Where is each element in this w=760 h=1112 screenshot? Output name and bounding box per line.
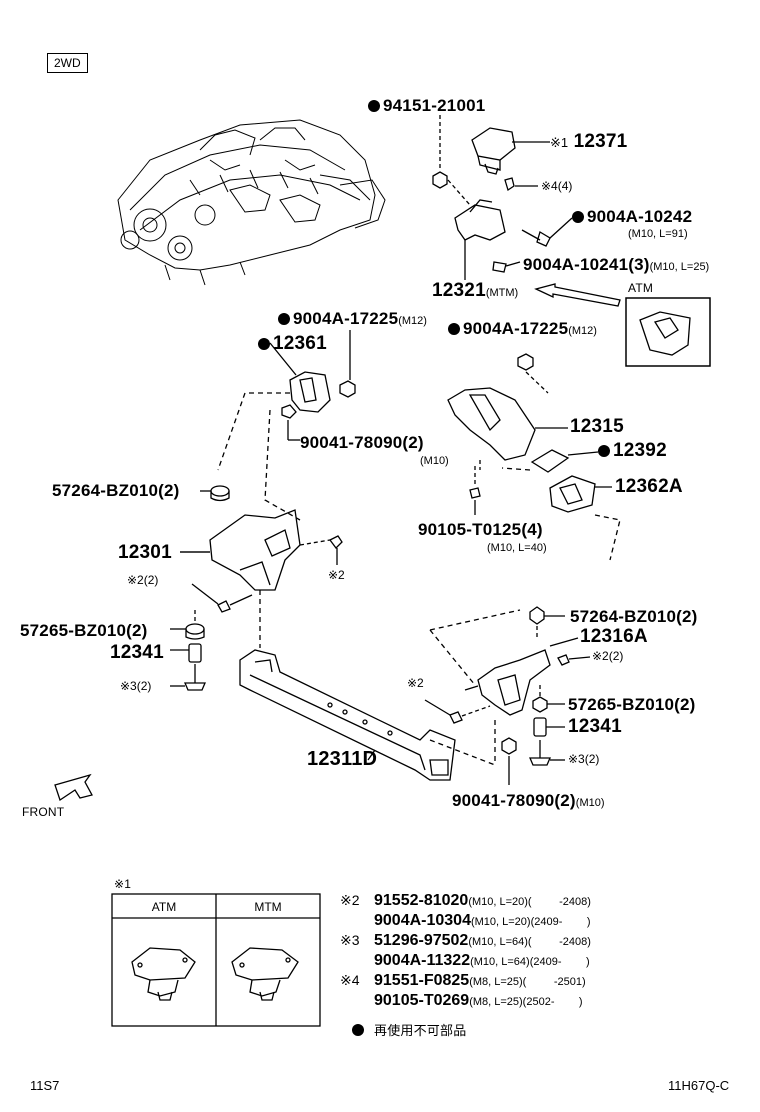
label-ref3-left: ※3(2) [120,679,152,693]
label-57265-right: 57265-BZ010(2) [568,695,696,714]
label-90105-spec: (M10, L=40) [487,542,547,554]
non-reusable-dot-icon [572,211,584,223]
drive-type-badge: 2WD [47,53,88,73]
label-57265-left: 57265-BZ010(2) [20,621,148,640]
label-9004a-10242: 9004A-10242 [572,208,692,225]
mount-12362a-illustration [549,475,612,513]
footer-left-code: 11S7 [30,1078,60,1093]
mount-12371-illustration [471,127,550,175]
non-reusable-dot-icon [352,1024,364,1036]
nut-90041-lower-illustration [429,720,517,785]
bolt-ref2-left-illustration [191,583,253,613]
bolt-ref2-low-illustration [424,699,491,724]
label-atm-callout: ATM [628,281,654,295]
bolt-10241-illustration [492,261,521,273]
label-ref2-left: ※2(2) [127,573,159,587]
nut-94151-illustration [432,115,448,189]
label-ref3-right: ※3(2) [568,752,600,766]
label-12361: 12361 [258,334,327,353]
label-9004a-10241: 9004A-10241(3)(M10, L=25) [523,255,710,274]
spacer-12392-illustration [530,449,599,473]
label-57264-left: 57264-BZ010(2) [52,481,180,500]
insulator-57264-left-illustration [200,485,230,502]
insulator-stack-left-illustration [170,610,206,691]
label-ref2-mid: ※2 [328,568,345,582]
label-12362a: 12362A [615,476,683,497]
mount-12361-illustration [269,330,356,441]
footer-right-code: 11H67Q-C [668,1078,730,1093]
label-12341-left: 12341 [110,642,164,663]
non-reusable-dot-icon [278,313,290,325]
label-ref2-right: ※2(2) [592,649,624,663]
note-row: 90105-T0269(M8, L=25)(2502- ) [374,992,583,1009]
insulator-stack-right-illustration [529,685,565,766]
label-12311d: 12311D [307,748,378,770]
label-12392: 12392 [598,441,667,460]
label-12371: ※1 12371 [550,131,628,152]
engine-illustration [117,119,386,286]
bolt-ref4-illustration [504,177,538,192]
label-12341-right: 12341 [568,716,622,737]
bracket-12315-illustration [447,353,568,470]
non-reusable-dot-icon [258,338,270,350]
ref1-table [111,893,321,1027]
label-ref2-low: ※2 [407,676,424,690]
label-9004a-17225-right: 9004A-17225(M12) [448,320,597,337]
front-arrow-icon [54,773,93,802]
front-label: FRONT [22,805,65,819]
table-col-atm: ATM [151,900,177,914]
label-12301: 12301 [118,542,172,563]
label-12316a: 12316A [580,626,648,647]
label-94151: 94151-21001 [368,97,485,114]
label-ref4: ※4(4) [541,179,573,193]
label-57264-right: 57264-BZ010(2) [570,607,698,626]
label-90105: 90105-T0125(4) [418,520,543,539]
label-90041-upper: 90041-78090(2) [300,433,424,452]
non-reusable-dot-icon [368,100,380,112]
bracket-12301-illustration [180,509,343,591]
crossmember-12311d-illustration [239,649,456,781]
non-reusable-dot-icon [598,445,610,457]
atm-callout-illustration [534,283,711,367]
label-9004a-10242-spec: (M10, L=91) [628,228,688,240]
bracket-12321-illustration [447,179,506,280]
table-col-mtm: MTM [254,900,282,914]
note-row: 9004A-10304(M10, L=20)(2409- ) [374,912,591,929]
insulator-57264-right-illustration [529,606,565,640]
bracket-12316a-illustration [429,609,591,716]
label-12315: 12315 [570,416,624,437]
legend: 再使用不可部品 [352,1024,466,1037]
label-90041-lower: 90041-78090(2)(M10) [452,791,605,810]
note-row: 9004A-11322(M10, L=64)(2409- ) [374,952,590,969]
label-9004a-17225-left: 9004A-17225(M12) [278,310,427,327]
non-reusable-dot-icon [448,323,460,335]
bolt-90105-illustration [469,466,481,515]
label-12321: 12321(MTM) [432,280,519,301]
table-ref-label: ※1 [114,877,132,891]
label-90041-upper-spec: (M10) [420,455,449,467]
bolt-10242-illustration [521,217,573,247]
